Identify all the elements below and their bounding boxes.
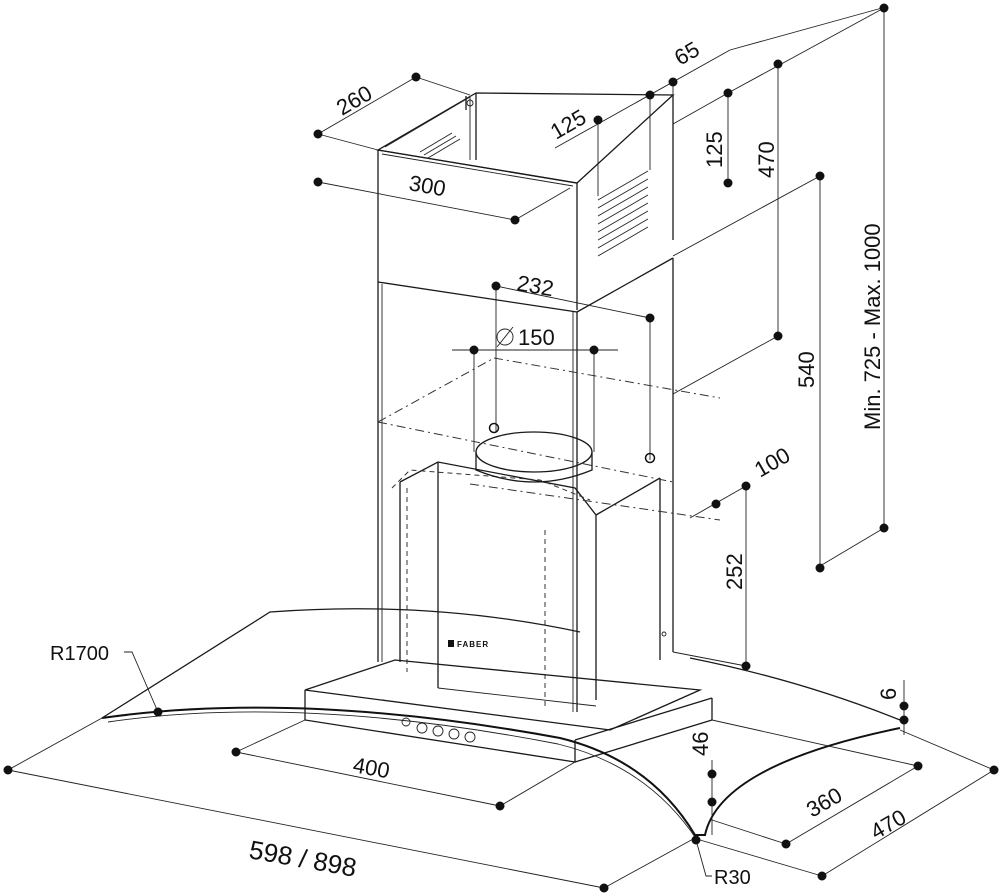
- label-65: 65: [670, 36, 704, 70]
- label-150-group: 150: [496, 325, 555, 350]
- label-100: 100: [750, 442, 794, 482]
- motor-body: FABER: [391, 461, 667, 707]
- vent-grille-side: [597, 170, 649, 257]
- chimney-upper: [376, 92, 675, 310]
- label-598-898: 598 / 898: [247, 834, 359, 882]
- label-150: 150: [518, 325, 555, 350]
- chimney-lower: [377, 257, 674, 712]
- label-125-top: 125: [546, 104, 590, 144]
- canopy: [304, 659, 713, 763]
- label-400: 400: [351, 752, 392, 783]
- control-button-icon: [432, 725, 444, 737]
- label-540: 540: [794, 351, 819, 388]
- control-button-icon: [416, 722, 428, 734]
- dimension-lines: [7, 7, 995, 889]
- label-470-right: 470: [866, 804, 910, 844]
- control-button-icon: [401, 717, 411, 727]
- label-360: 360: [802, 782, 846, 822]
- label-725-1000: Min. 725 - Max. 1000: [860, 223, 885, 430]
- vent-grille-back: [419, 132, 461, 159]
- dimension-labels: 260 300 125 65 125 470 Min. 725 - Max. 1…: [50, 36, 910, 889]
- label-260: 260: [332, 80, 376, 120]
- duct-outlet: [377, 357, 721, 521]
- label-r30: R30: [714, 867, 751, 889]
- label-470-vertical: 470: [754, 141, 779, 178]
- label-46: 46: [688, 732, 713, 756]
- label-6: 6: [876, 688, 901, 700]
- faber-logo: FABER: [448, 640, 489, 649]
- label-125-vertical: 125: [702, 131, 727, 168]
- brand-label: FABER: [457, 640, 489, 649]
- label-r1700: R1700: [50, 643, 109, 665]
- dimension-dots: [3, 3, 999, 893]
- label-232: 232: [515, 270, 556, 301]
- glass-panel: [101, 608, 901, 841]
- control-button-icon: [448, 728, 460, 740]
- control-button-icon: [464, 731, 476, 743]
- label-252: 252: [722, 553, 747, 590]
- diameter-icon: [496, 328, 514, 346]
- label-300: 300: [407, 170, 448, 201]
